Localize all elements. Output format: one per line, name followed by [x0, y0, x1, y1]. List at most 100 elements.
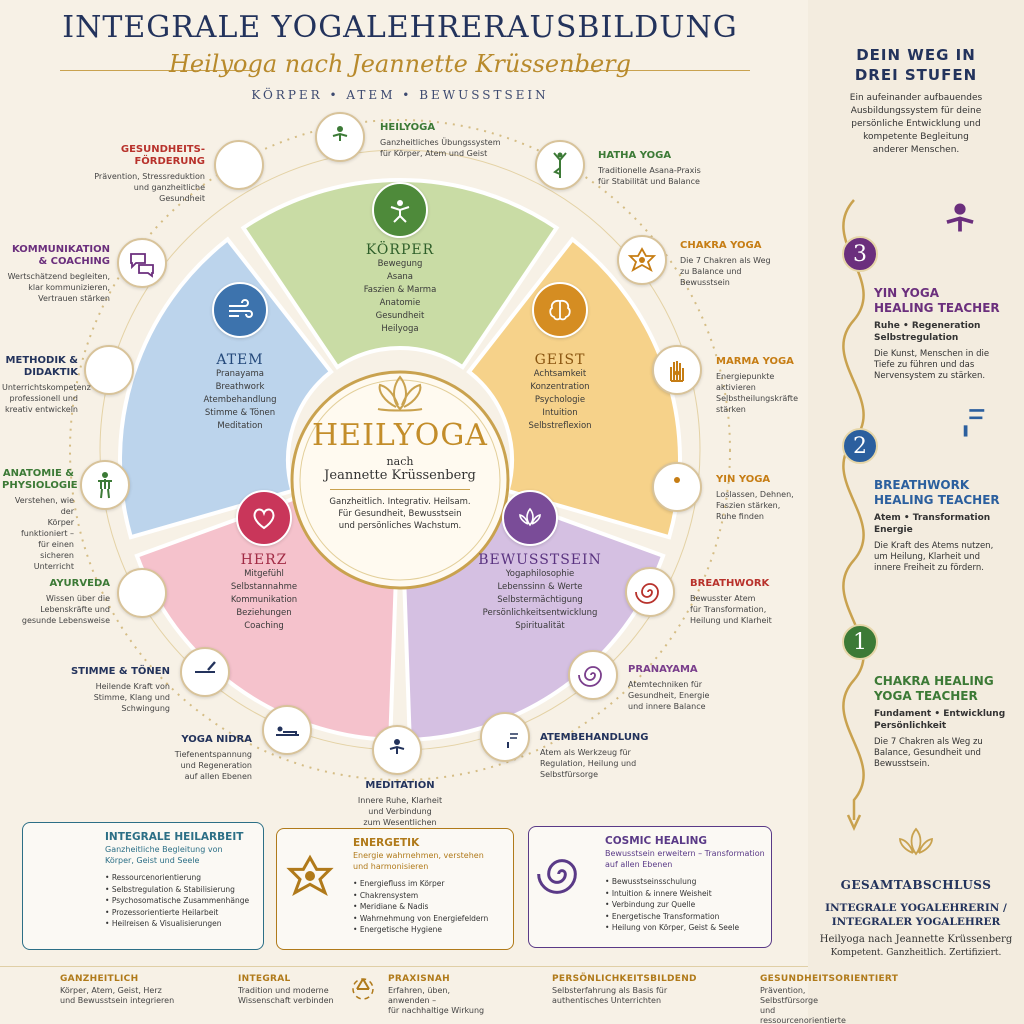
herz-segment-icon [236, 490, 292, 546]
center-circle-inner [299, 379, 501, 581]
list-item: Ressourcenorientierung [105, 872, 261, 884]
desc-line: Ruhe finden [716, 512, 764, 521]
desc-line: zu Balance und [680, 267, 742, 276]
ring-node-0 [315, 112, 365, 162]
list-line: Yogaphilosophie [505, 569, 575, 579]
segment-title: BEWUSSTSEIN [478, 552, 602, 568]
final-line-3: Heilyoga nach Jeannette Krüssenberg [819, 934, 1013, 945]
principle-4: GESUNDHEITSORIENTIERTPrävention, Selbstf… [720, 974, 898, 1024]
ring-label-title: METHODIK & DIDAKTIK [5, 355, 78, 378]
ring-label-title: MEDITATION [365, 780, 435, 791]
list-item: Prozessorientierte Heilarbeit [105, 907, 261, 919]
ring-label-title: STIMME & TÖNEN [70, 666, 170, 677]
principle-title: GESUNDHEITSORIENTIERT [760, 974, 898, 984]
list-line: Atembehandlung [203, 395, 277, 405]
desc-line: Tradition und moderne [238, 986, 329, 995]
desc-line: für nachhaltige Wirkung [388, 1006, 485, 1015]
desc-line: Vertrauen stärken [38, 294, 110, 303]
step-illustration-1 [932, 584, 988, 644]
meditation-person-icon [325, 126, 355, 152]
list-line: Ausbildungssystem für deine [850, 106, 982, 116]
desc-line: Verstehen, wie der [14, 496, 74, 516]
subtitle-line: Körper, Geist und Seele [105, 855, 200, 865]
desc-line: für Stabilität und Balance [598, 177, 700, 186]
box-list: BewusstseinsschulungIntuition & innere W… [605, 876, 769, 934]
desc-line: Bewusstsein [680, 278, 730, 287]
desc-line: ressourcenorientierte Begleitung [760, 1016, 846, 1024]
ring-label-title: HEILYOGA [380, 122, 436, 133]
lotus-icon [519, 507, 541, 527]
keyword-line: Atem • Transformation [874, 513, 991, 523]
brain-icon [549, 299, 571, 321]
list-item: Wahrnehmung von Energiefeldern [353, 913, 511, 925]
arrow-down-icon [846, 814, 862, 831]
step-number-3: 3 [842, 236, 878, 272]
ring-label-title: ATEMBEHANDLUNG [540, 732, 649, 743]
ring-label-title: CHAKRA YOGA [680, 240, 762, 251]
title-line: BREATHWORK [874, 478, 970, 492]
subtitle-line: Bewusstsein erweitern – Transformation [605, 849, 765, 858]
list-line: Psychologie [534, 395, 586, 405]
ring-node-11 [117, 568, 167, 618]
lotus-icon [377, 375, 423, 412]
head-breath-icon [507, 733, 518, 748]
ornament-right [560, 70, 750, 71]
list-line: kompetente Begleitung [863, 132, 969, 142]
desc-line: Atemtechniken für [628, 680, 703, 689]
ring-node-4 [652, 462, 702, 512]
principle-title: PERSÖNLICHKEITSBILDEND [552, 974, 697, 984]
segment-title: GEIST [534, 352, 586, 368]
wheel-graphic [69, 119, 731, 781]
center-desc-2: Für Gesundheit, Bewusstsein [338, 509, 462, 519]
segment-title: KÖRPER [365, 242, 435, 258]
title-line: HEALING TEACHER [874, 301, 1000, 315]
page-title: INTEGRALE YOGALEHRERAUSBILDUNG [62, 10, 738, 45]
desc-line: Heilung und Klarheit [690, 616, 772, 625]
desc-line: stärken [716, 405, 746, 414]
list-line: Bewegung [377, 259, 423, 269]
desc-line: für Transformation, [690, 605, 767, 614]
desc-line: Bewusstsein. [874, 759, 930, 769]
list-line: Konzentration [530, 382, 590, 392]
list-line: persönliche Entwicklung und [851, 119, 981, 129]
center-circle [290, 370, 510, 590]
keyword-line: Selbstregulation [874, 333, 959, 343]
desc-line: Traditionelle Asana-Praxis [598, 166, 701, 175]
list-item: Energetische Hygiene [353, 924, 511, 936]
desc-line: professionell und [9, 394, 78, 403]
segment-koerper-shape [240, 178, 560, 370]
center-desc-3: und persönliches Wachstum. [338, 521, 462, 531]
ring-node-1 [535, 140, 585, 190]
ring-label-1: HATHA YOGA Traditionelle Asana-Praxis für … [598, 150, 728, 187]
ring-node-9 [262, 705, 312, 755]
heart-hands-icon [224, 150, 254, 180]
ornament-left [60, 70, 250, 71]
ring-label-title: HATHA YOGA [598, 150, 672, 161]
head-breath-icon [963, 409, 985, 437]
center-desc-1: Ganzheitlich. Integrativ. Heilsam. [329, 497, 471, 507]
center-nach: nach [386, 455, 414, 468]
desc-line: Balance, Gesundheit und [874, 748, 981, 758]
subtitle-line: Energie wahrnehmen, verstehen [353, 851, 484, 860]
desc-line: auf allen Ebenen [184, 772, 252, 781]
